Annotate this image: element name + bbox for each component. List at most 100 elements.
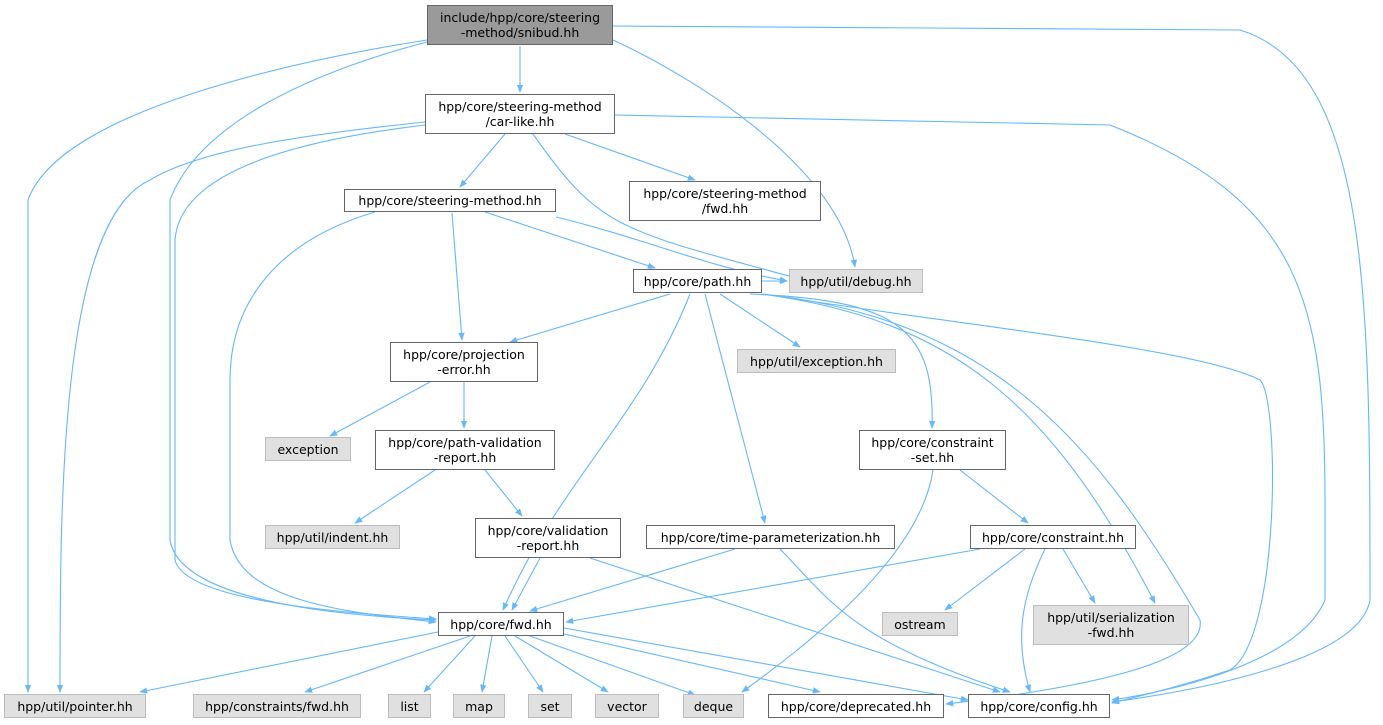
node-label: hpp/core/config.hh [980,698,1098,714]
node-label: hpp/core/time-parameterization.hh [660,529,881,545]
edge-constraint-serial [1062,548,1096,604]
edge-corefwd-vector [514,635,609,693]
node-label: hpp/core/projection [403,347,525,362]
node-snibud[interactable]: include/hpp/core/steering-method/snibud.… [427,5,613,45]
edge-projerr-exception [329,381,431,437]
node-set[interactable]: set [528,694,572,718]
edge-pvreport-indent [354,469,436,524]
node-projerr[interactable]: hpp/core/projection-error.hh [390,342,538,382]
node-label: hpp/constraints/fwd.hh [205,698,349,714]
node-label: hpp/core/path-validation [388,435,542,450]
node-deprecated[interactable]: hpp/core/deprecated.hh [768,694,944,718]
node-debug[interactable]: hpp/util/debug.hh [789,269,923,293]
node-utilexc[interactable]: hpp/util/exception.hh [737,349,896,373]
edge-path-config [761,293,1274,705]
edge-path-corefwd [502,293,691,611]
edge-vreport-corefwd [511,557,541,611]
edge-carlike-corefwd [174,124,437,622]
node-pvreport[interactable]: hpp/core/path-validation-report.hh [375,430,555,470]
node-vector[interactable]: vector [595,694,659,718]
node-label: -report.hh [433,450,497,465]
node-label: exception [277,441,339,457]
node-cset[interactable]: hpp/core/constraint-set.hh [859,430,1006,470]
edge-cset-constraint [959,469,1029,524]
node-label: hpp/core/steering-method [643,186,807,201]
edge-corefwd-deprecated [563,633,821,694]
node-list[interactable]: list [388,694,431,718]
edge-corefwd-constrfwd [304,635,471,693]
edge-snibud-pointer [24,39,428,693]
edge-snibud-corefwd [169,41,437,623]
edge-path-deprecated [761,293,1201,707]
node-label: vector [607,698,647,714]
edge-path-timeparam [704,293,767,524]
edge-corefwd-deque [529,635,696,696]
edge-corefwd-map [480,635,493,693]
edge-constraint-corefwd [565,548,981,624]
node-vreport[interactable]: hpp/core/validation-report.hh [475,518,621,558]
edge-snibud-config [612,25,1371,705]
node-label: hpp/core/steering-method.hh [358,193,542,208]
node-label: deque [693,698,734,714]
edge-vreport-config [589,557,1001,693]
node-label: ostream [894,616,946,632]
node-label: hpp/core/path.hh [643,273,752,289]
node-exception[interactable]: exception [265,437,351,461]
edge-corefwd-set [504,635,544,693]
node-label: /car-like.hh [485,114,555,129]
edge-steering-projerr [451,212,465,341]
node-indent[interactable]: hpp/util/indent.hh [265,525,400,549]
edge-timeparam-corefwd [529,548,736,612]
node-path[interactable]: hpp/core/path.hh [633,269,762,293]
node-label: -fwd.hh [1087,625,1135,640]
edge-carlike-smfwd [564,133,696,181]
node-label: /fwd.hh [701,201,749,216]
edge-carlike-steering [459,133,506,188]
edge-carlike-debug [532,133,801,281]
node-steering[interactable]: hpp/core/steering-method.hh [344,189,556,212]
edge-constraint-ostream [944,548,1026,611]
edge-constraint-config [1021,548,1046,693]
node-label: hpp/core/steering-method [438,99,602,114]
edge-steering-path [484,211,656,269]
node-deque[interactable]: deque [683,694,744,718]
edge-pvreport-vreport [484,469,523,517]
node-label: hpp/core/fwd.hh [450,616,552,632]
node-constrfwd[interactable]: hpp/constraints/fwd.hh [193,694,361,718]
node-timeparam[interactable]: hpp/core/time-parameterization.hh [646,525,895,549]
edge-corefwd-pointer [139,631,439,694]
edge-path-projerr [509,293,671,343]
node-pointer[interactable]: hpp/util/pointer.hh [4,694,146,718]
node-label: list [400,698,419,714]
edge-cset-deque [741,469,934,693]
node-smfwd[interactable]: hpp/core/steering-method/fwd.hh [629,181,821,221]
edge-path-utilexc [719,293,801,348]
node-config[interactable]: hpp/core/config.hh [968,694,1110,718]
node-label: hpp/core/constraint.hh [981,529,1125,545]
node-label: hpp/core/validation [487,523,609,538]
edge-carlike-pointer [56,121,426,693]
node-label: include/hpp/core/steering [439,10,601,25]
edge-corefwd-config [563,627,969,702]
node-ostream[interactable]: ostream [882,612,958,636]
node-label: hpp/util/exception.hh [750,353,883,369]
node-carlike[interactable]: hpp/core/steering-method/car-like.hh [425,94,615,134]
node-label: -report.hh [516,538,580,553]
node-label: hpp/util/pointer.hh [17,698,133,714]
node-map[interactable]: map [453,694,505,718]
node-corefwd[interactable]: hpp/core/fwd.hh [438,612,564,636]
node-label: hpp/core/deprecated.hh [780,698,932,714]
node-label: map [465,698,493,714]
node-label: -error.hh [437,362,491,377]
edge-carlike-config [614,114,1326,703]
node-constraint[interactable]: hpp/core/constraint.hh [970,525,1136,549]
node-label: hpp/util/debug.hh [800,273,912,289]
node-label: set [540,698,560,714]
node-label: hpp/util/indent.hh [276,529,389,545]
node-serial[interactable]: hpp/util/serialization-fwd.hh [1033,605,1189,645]
edge-corefwd-list [423,635,476,693]
node-label: -set.hh [910,450,955,465]
edge-timeparam-config [779,548,1011,693]
